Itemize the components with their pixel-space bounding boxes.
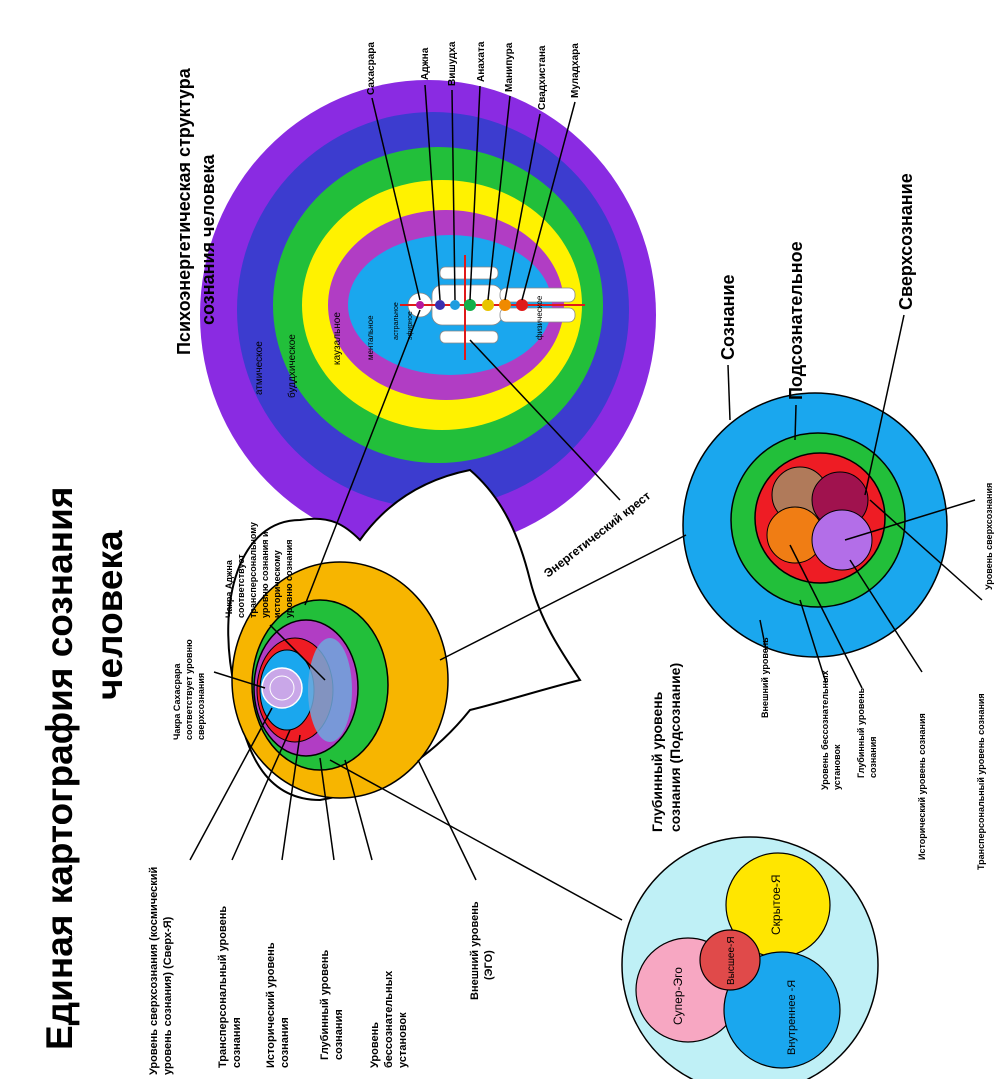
left-label-leaders: [189, 707, 477, 881]
label-superconscious-line2: уровень сознания) (Сверх-Я): [162, 916, 174, 1075]
aura-label-astral: астральное: [393, 302, 400, 340]
head-to-circle-line: [439, 534, 687, 661]
note-sahasrara-line3: сверхсознания: [196, 673, 206, 740]
chakra-dot-anahata: [464, 299, 476, 311]
small-label-inner-self: Внутреннее -Я: [786, 980, 798, 1055]
note-sahasrara: Чакра Сахасрара соответствует уровню све…: [172, 639, 206, 740]
aura-label-causal: каузальное: [332, 312, 343, 365]
left-level-labels: Уровень сверхсознания (космический урове…: [148, 867, 495, 1075]
big-title-leaders: [727, 314, 905, 496]
note-ajna-leader: [269, 624, 326, 681]
main-title-line1: Единая картография сознания: [39, 487, 80, 1050]
aura-label-mental: ментальное: [366, 315, 375, 360]
label-unconscious-line2: бессознательных: [383, 970, 395, 1068]
chakra-dot-sahasrara: [416, 301, 424, 309]
chakra-label-svadhisthana: Свадхистана: [537, 45, 548, 110]
head-superconscious-core: [261, 667, 303, 709]
label-superconscious-line1: Уровень сверхсознания (космический: [148, 867, 160, 1075]
chakra-label-anahata: Анахата: [476, 41, 487, 82]
big-label-deep-line2: сознания: [868, 736, 878, 778]
small-title-line2: сознания (Подсознание): [667, 663, 683, 832]
chakra-dot-svadhisthana: [499, 299, 511, 311]
subconscious-circle-diagram: Скрытое-Я Супер-Эго Высшее-Я Внутреннее …: [329, 663, 879, 1079]
note-ajna-line3: трансперсональному: [248, 522, 258, 618]
inner-violet-circle: [811, 509, 873, 571]
chakra-dot-ajna: [435, 300, 445, 310]
chakra-label-sahasrara: Сахасрара: [366, 42, 377, 95]
aura-label-etheric: эфирное: [407, 311, 414, 340]
chakra-dot-vishuddha: [450, 300, 460, 310]
big-label-leaders: [759, 499, 983, 689]
inner-self-circle: [723, 951, 841, 1069]
aura-label-buddhic: буддхическое: [286, 334, 298, 398]
big-label-deep-line1: Глубинный уровень: [856, 687, 866, 778]
big-label-outer-level: Внешний уровень: [760, 637, 770, 718]
small-label-higher-self: Высшее-Я: [726, 936, 737, 985]
note-ajna-line2: соответствует: [236, 554, 246, 618]
note-sahasrara-line1: Чакра Сахасрара: [172, 663, 182, 740]
consciousness-circle-diagram: Сознание Подсознательное Сверхсознание В…: [439, 173, 994, 870]
big-label-historical: Исторический уровень сознания: [917, 713, 927, 860]
head-core-ring: [269, 675, 295, 701]
head-to-aura-line: [304, 309, 421, 606]
label-outer-line1: Внешний уровень: [469, 901, 481, 1000]
note-ajna: Чакра Аджна соответствует трансперсональ…: [224, 522, 294, 618]
energy-cross-leader: [469, 339, 621, 501]
higher-self-circle: [699, 929, 761, 991]
chakra-leader-lines: [371, 84, 576, 301]
chakra-label-muladhara: Муладхара: [570, 43, 581, 98]
big-label-unconscious-line1: Уровень бессознательных: [820, 670, 830, 790]
label-outer-line2: (ЭГО): [483, 950, 495, 980]
psycho-title-line1: Психоэнергетическая структура: [174, 67, 194, 355]
label-deep-line2: сознания: [333, 1009, 345, 1060]
small-label-super-ego: Супер-Эго: [671, 967, 685, 1025]
label-unconscious-line1: Уровень: [369, 1022, 381, 1068]
note-ajna-line1: Чакра Аджна: [224, 559, 234, 618]
big-label-consciousness: Сознание: [718, 274, 738, 360]
label-unconscious-line3: установок: [397, 1012, 409, 1068]
note-ajna-line6: уровню сознания: [284, 539, 294, 618]
aura-label-atmic: атмическое: [254, 341, 265, 395]
note-sahasrara-leader: [213, 671, 266, 689]
aura-label-physical: физическое: [535, 295, 544, 340]
head-ajna-glow: [308, 638, 352, 742]
big-label-superconscious-level: Уровень сверхсознания: [984, 483, 994, 590]
note-ajna-line4: уровню сознания и: [260, 531, 270, 618]
label-historical-line1: Исторический уровень: [265, 942, 277, 1068]
chakra-dot-manipura: [482, 299, 494, 311]
psycho-title-line2: сознания человека: [198, 153, 218, 325]
label-transpersonal-line2: сознания: [231, 1017, 243, 1068]
note-ajna-line5: историческому: [272, 550, 282, 618]
label-transpersonal-line1: Трансперсональный уровень: [217, 906, 229, 1068]
note-sahasrara-line2: соответствует уровню: [184, 639, 194, 740]
head-to-small-circle-line: [329, 759, 623, 921]
chakra-label-manipura: Манипура: [504, 42, 515, 92]
main-title-line2: человека: [89, 530, 130, 700]
big-label-unconscious-line2: установок: [832, 744, 842, 790]
chakra-dot-muladhara: [516, 299, 528, 311]
chakra-label-vishuddha: Вишудха: [447, 41, 458, 86]
big-label-superconsciousness: Сверхсознание: [896, 173, 916, 310]
small-title-line1: Глубинный уровень: [649, 691, 665, 832]
label-historical-line2: сознания: [279, 1017, 291, 1068]
chakra-label-ajna: Аджна: [420, 47, 431, 80]
main-title: Единая картография сознания человека: [39, 487, 130, 1050]
big-label-transpersonal: Трансперсональный уровень сознания: [976, 693, 986, 870]
big-label-subconscious: Подсознательное: [786, 241, 806, 400]
small-label-hidden-self: Скрытое-Я: [769, 874, 783, 935]
label-deep-line1: Глубинный уровень: [319, 950, 331, 1060]
